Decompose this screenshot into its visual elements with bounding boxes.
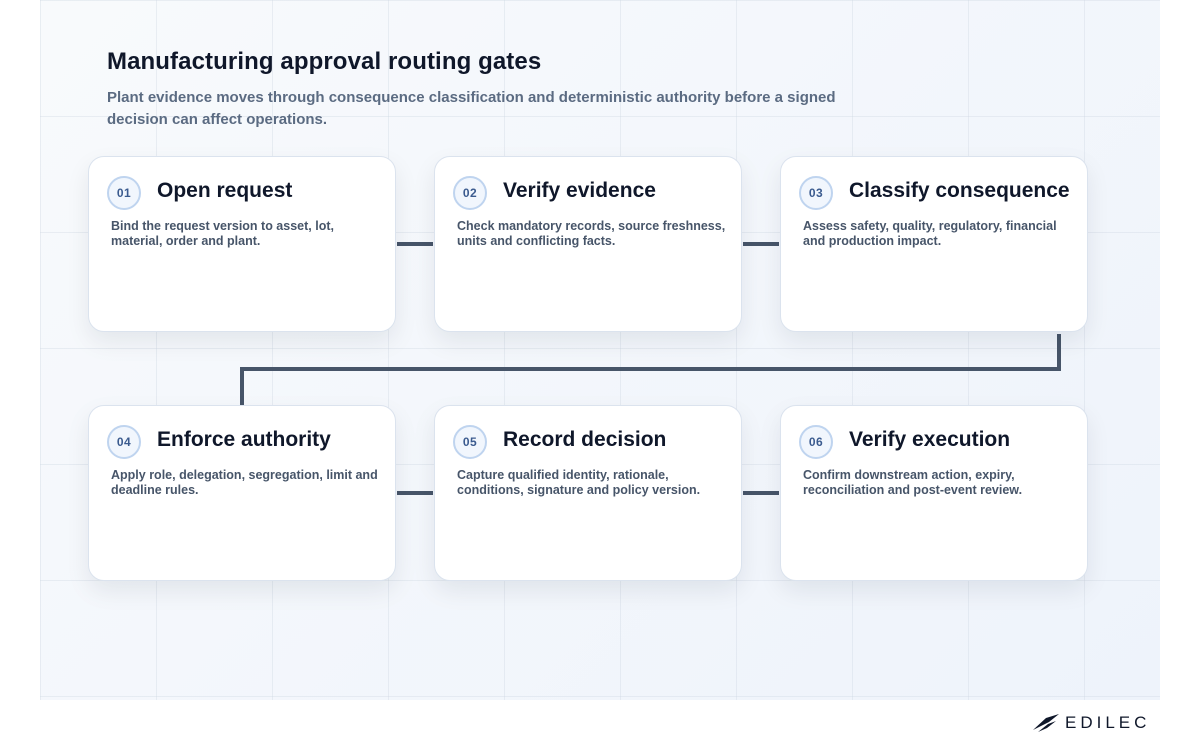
step-number-badge: 04 — [107, 425, 141, 459]
step-card-classify-consequence: 03 Classify consequence Assess safety, q… — [780, 156, 1088, 332]
step-number-badge: 01 — [107, 176, 141, 210]
brand-logo: EDILEC — [1032, 711, 1150, 735]
step-card-open-request: 01 Open request Bind the request version… — [88, 156, 396, 332]
step-number-badge: 06 — [799, 425, 833, 459]
page-title: Manufacturing approval routing gates — [107, 48, 542, 75]
step-title: Verify evidence — [503, 179, 656, 202]
step-description: Bind the request version to asset, lot, … — [111, 219, 334, 248]
step-card-verify-evidence: 02 Verify evidence Check mandatory recor… — [434, 156, 742, 332]
step-description: Assess safety, quality, regulatory, fina… — [803, 219, 1057, 248]
logo-mark-icon — [1033, 714, 1059, 732]
step-title: Verify execution — [849, 428, 1011, 451]
logo-wordmark: EDILEC — [1065, 713, 1151, 732]
step-number-badge: 02 — [453, 176, 487, 210]
page-subtitle: Plant evidence moves through consequence… — [107, 89, 836, 128]
step-title: Record decision — [503, 428, 667, 451]
step-number-badge: 05 — [453, 425, 487, 459]
diagram-canvas — [40, 0, 1160, 700]
step-description: Capture qualified identity, rationale, c… — [457, 468, 701, 497]
step-description: Check mandatory records, source freshnes… — [457, 219, 726, 248]
step-description: Apply role, delegation, segregation, lim… — [111, 468, 378, 497]
step-title: Open request — [157, 179, 293, 202]
step-card-enforce-authority: 04 Enforce authority Apply role, delegat… — [88, 405, 396, 581]
step-title: Classify consequence — [849, 179, 1070, 202]
step-description: Confirm downstream action, expiry, recon… — [803, 468, 1023, 497]
step-card-record-decision: 05 Record decision Capture qualified ide… — [434, 405, 742, 581]
step-title: Enforce authority — [157, 428, 331, 451]
step-number-badge: 03 — [799, 176, 833, 210]
connector-03-04 — [240, 334, 1061, 405]
step-card-verify-execution: 06 Verify execution Confirm downstream a… — [780, 405, 1088, 581]
